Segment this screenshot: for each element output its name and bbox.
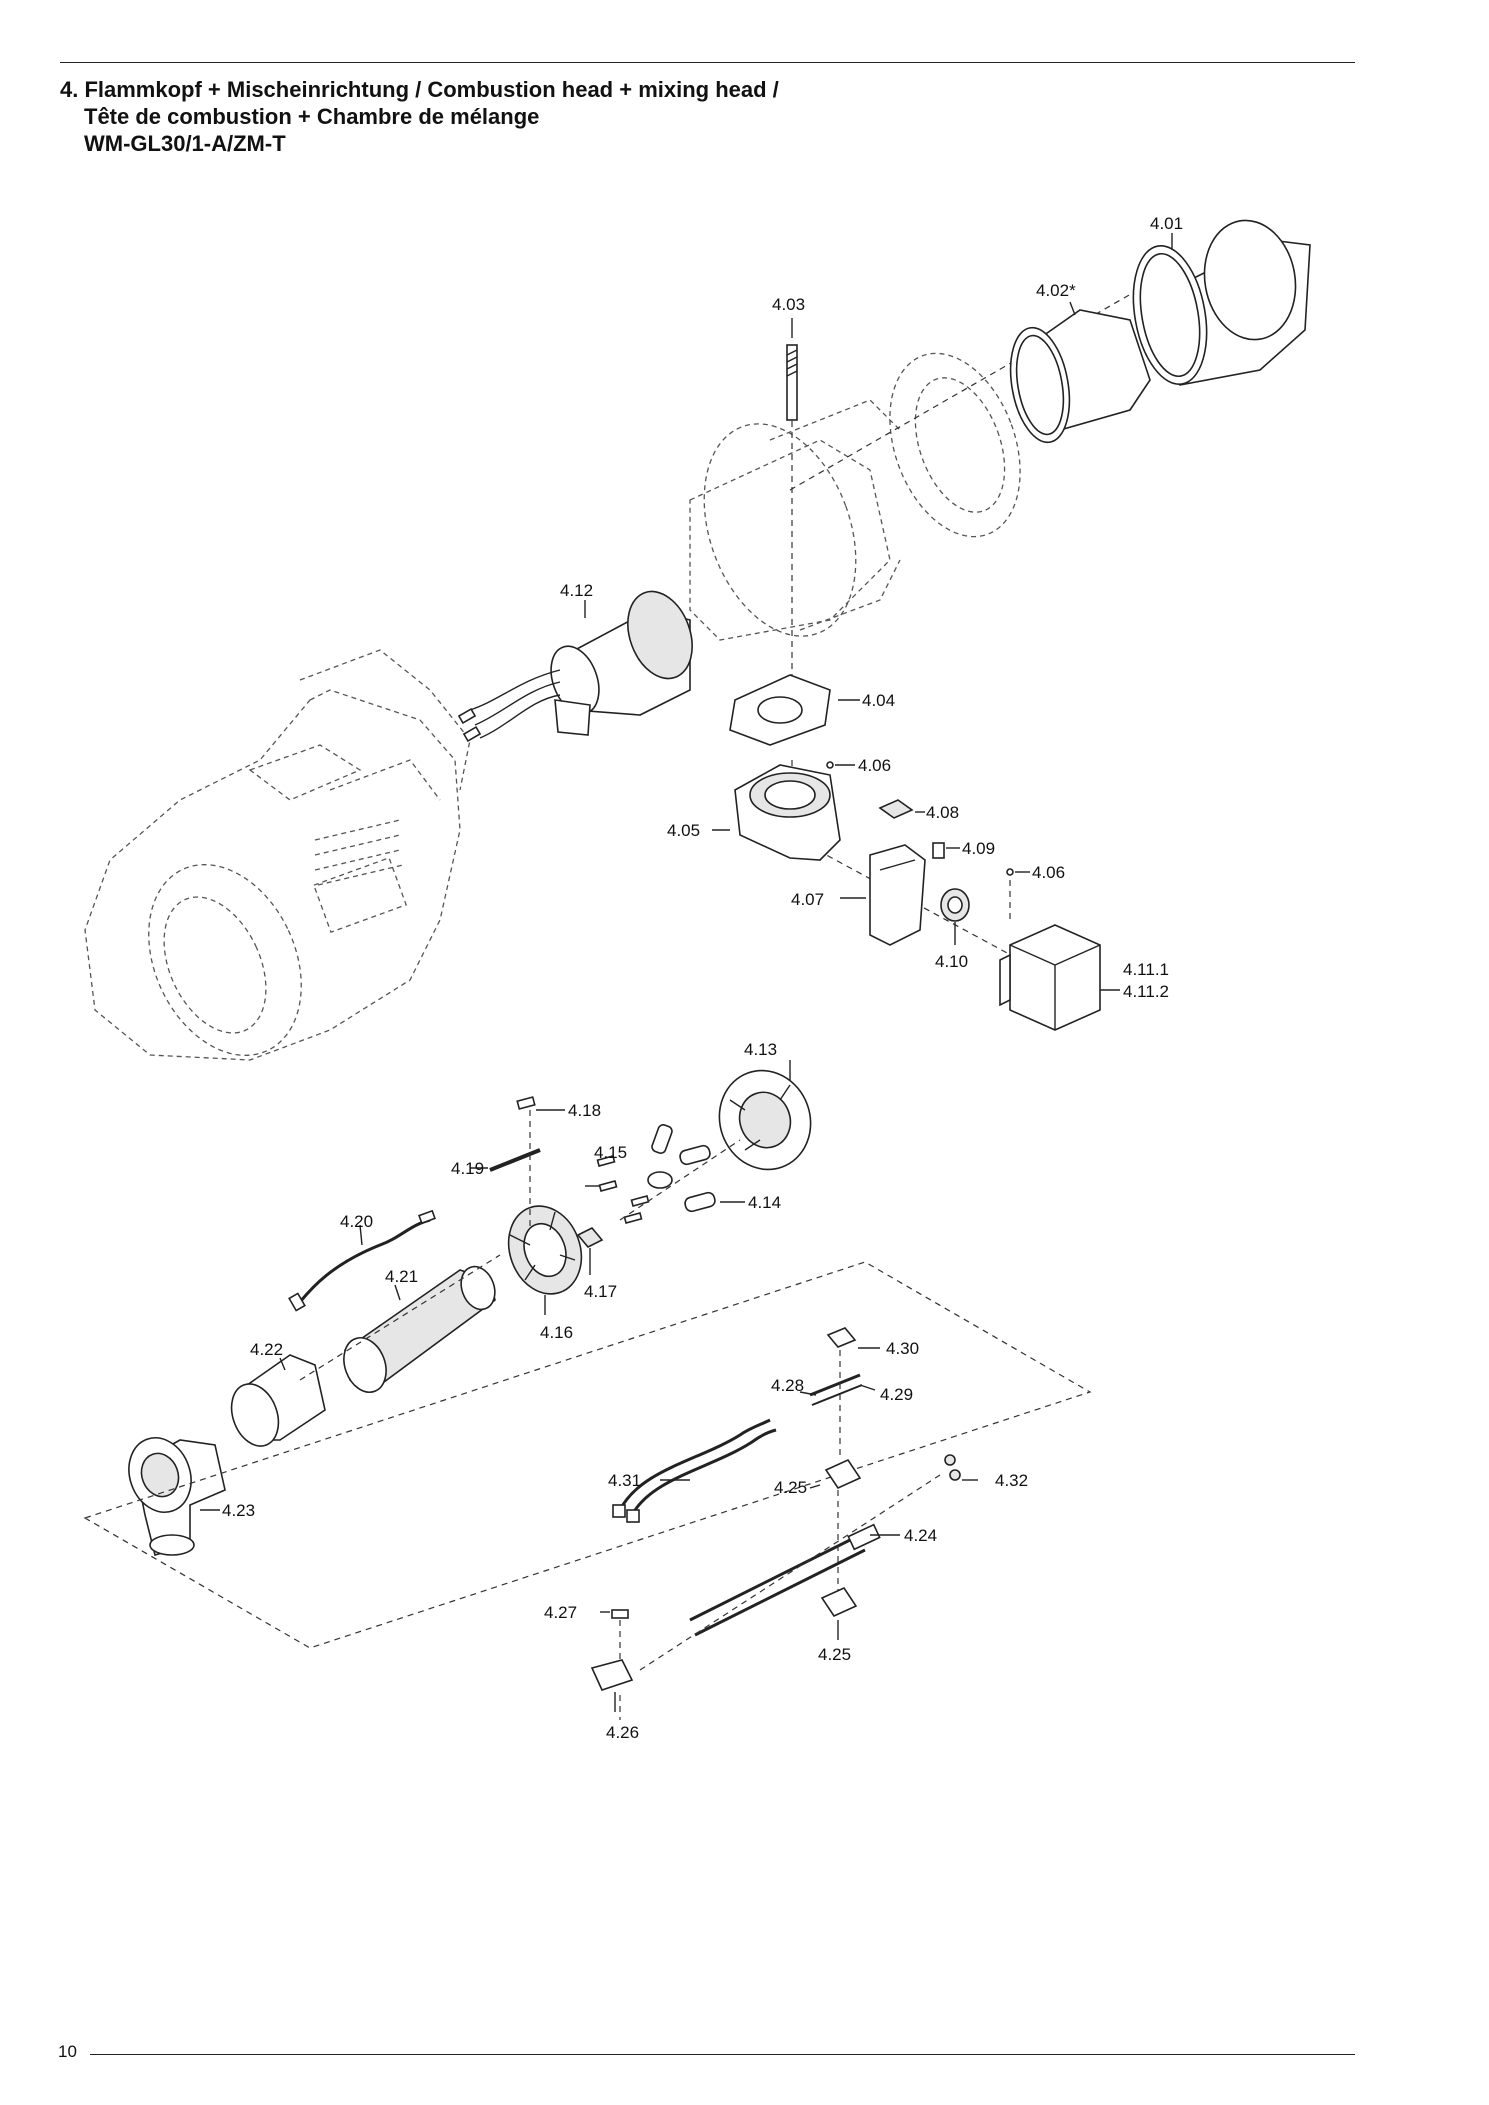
part-4-13-swirl-plate [718,1069,812,1171]
part-4-29-electrode [811,1384,863,1406]
part-4-30-bracket [826,1327,857,1348]
callout-4-07: 4.07 [791,890,824,909]
part-4-18-clip [516,1096,536,1110]
callout-4-23: 4.23 [222,1501,255,1520]
callout-4-13: 4.13 [744,1040,777,1059]
part-4-10-coupling [940,888,970,922]
callout-4-32: 4.32 [995,1471,1028,1490]
part-4-19-rod [489,1148,541,1172]
part-4-23-elbow [128,1437,226,1556]
part-4-15-electrodes [596,1155,673,1224]
callout-4-27: 4.27 [544,1603,577,1622]
callout-4-14: 4.14 [748,1193,781,1212]
leader-lines [200,233,1173,1712]
part-4-22-ring [230,1354,326,1447]
title-line-3: WM-GL30/1-A/ZM-T [84,131,286,156]
callout-4-03: 4.03 [772,295,805,314]
part-4-04-gasket [729,674,831,746]
axis-line-lower [299,1139,741,1381]
callout-4-05: 4.05 [667,821,700,840]
burner-housing-outline [84,649,471,1061]
part-4-26-holder [590,1659,634,1691]
callout-4-26: 4.26 [606,1723,639,1742]
callout-4-30: 4.30 [886,1339,919,1358]
callout-4-04: 4.04 [862,691,895,710]
callout-4-06-b: 4.06 [1032,863,1065,882]
part-4-06-screw [1006,868,1014,876]
part-4-06-screw [826,761,834,769]
part-4-01-flame-tube [1132,219,1311,386]
bottom-rule [90,2054,1355,2055]
part-4-05-housing [734,764,841,861]
callout-4-28: 4.28 [771,1376,804,1395]
part-4-09-clip [932,842,945,859]
callout-4-19: 4.19 [451,1159,484,1178]
callout-4-12: 4.12 [560,581,593,600]
title-line-1: 4. Flammkopf + Mischeinrichtung / Combus… [60,77,779,102]
part-4-12-mixing-assembly [457,590,693,743]
part-4-14-insulator [651,1124,716,1213]
callout-4-15: 4.15 [594,1143,627,1162]
callout-4-21: 4.21 [385,1267,418,1286]
callout-4-09: 4.09 [962,839,995,858]
flange-outline [689,352,1021,641]
part-4-11-servomotor [999,924,1101,1031]
callout-4-29: 4.29 [880,1385,913,1404]
part-4-16-diffuser [507,1205,583,1295]
axis-line-425 [837,1350,841,1590]
callout-4-11-1: 4.11.1 [1123,960,1169,979]
callout-labels: 4.01 4.02* 4.03 4.04 4.05 4.06 4.06 4.07… [222,214,1183,1742]
callout-4-02: 4.02* [1036,281,1076,300]
callout-4-17: 4.17 [584,1282,617,1301]
part-4-28-electrode [809,1373,861,1397]
part-4-24-electrode-assembly [689,1523,881,1637]
callout-4-10: 4.10 [935,952,968,971]
part-4-27-clip [611,1609,629,1619]
callout-4-08: 4.08 [926,803,959,822]
part-4-21-mixing-tube [343,1265,496,1393]
callout-4-16: 4.16 [540,1323,573,1342]
callout-4-01: 4.01 [1150,214,1183,233]
callout-4-22: 4.22 [250,1340,283,1359]
part-4-07-actuator-box [869,844,926,946]
axis-line-kit [639,1474,941,1671]
part-4-20-ignition-cable [288,1209,436,1312]
callout-4-06-a: 4.06 [858,756,891,775]
part-4-32-nuts [944,1454,961,1481]
part-4-31-cable-pair [612,1418,777,1523]
callout-4-11-2: 4.11.2 [1123,982,1169,1001]
callout-4-18: 4.18 [568,1101,601,1120]
top-rule [60,62,1355,63]
callout-4-31: 4.31 [608,1471,641,1490]
callout-4-24: 4.24 [904,1526,937,1545]
part-4-17-clip [576,1227,604,1248]
callout-4-25-b: 4.25 [818,1645,851,1664]
callout-4-20: 4.20 [340,1212,373,1231]
title-line-2: Tête de combustion + Chambre de mélange [84,104,540,129]
part-4-08-plate [878,799,914,819]
kit-boundary [83,1261,1092,1649]
part-4-02-ring [1009,309,1151,444]
page-title: 4. Flammkopf + Mischeinrichtung / Combus… [60,76,779,157]
part-4-03-stud [786,344,798,421]
axis-line-mount [807,844,1021,961]
part-4-25-holder [820,1458,862,1618]
callout-4-25-a: 4.25 [774,1478,807,1497]
page-number: 10 [58,2042,77,2061]
